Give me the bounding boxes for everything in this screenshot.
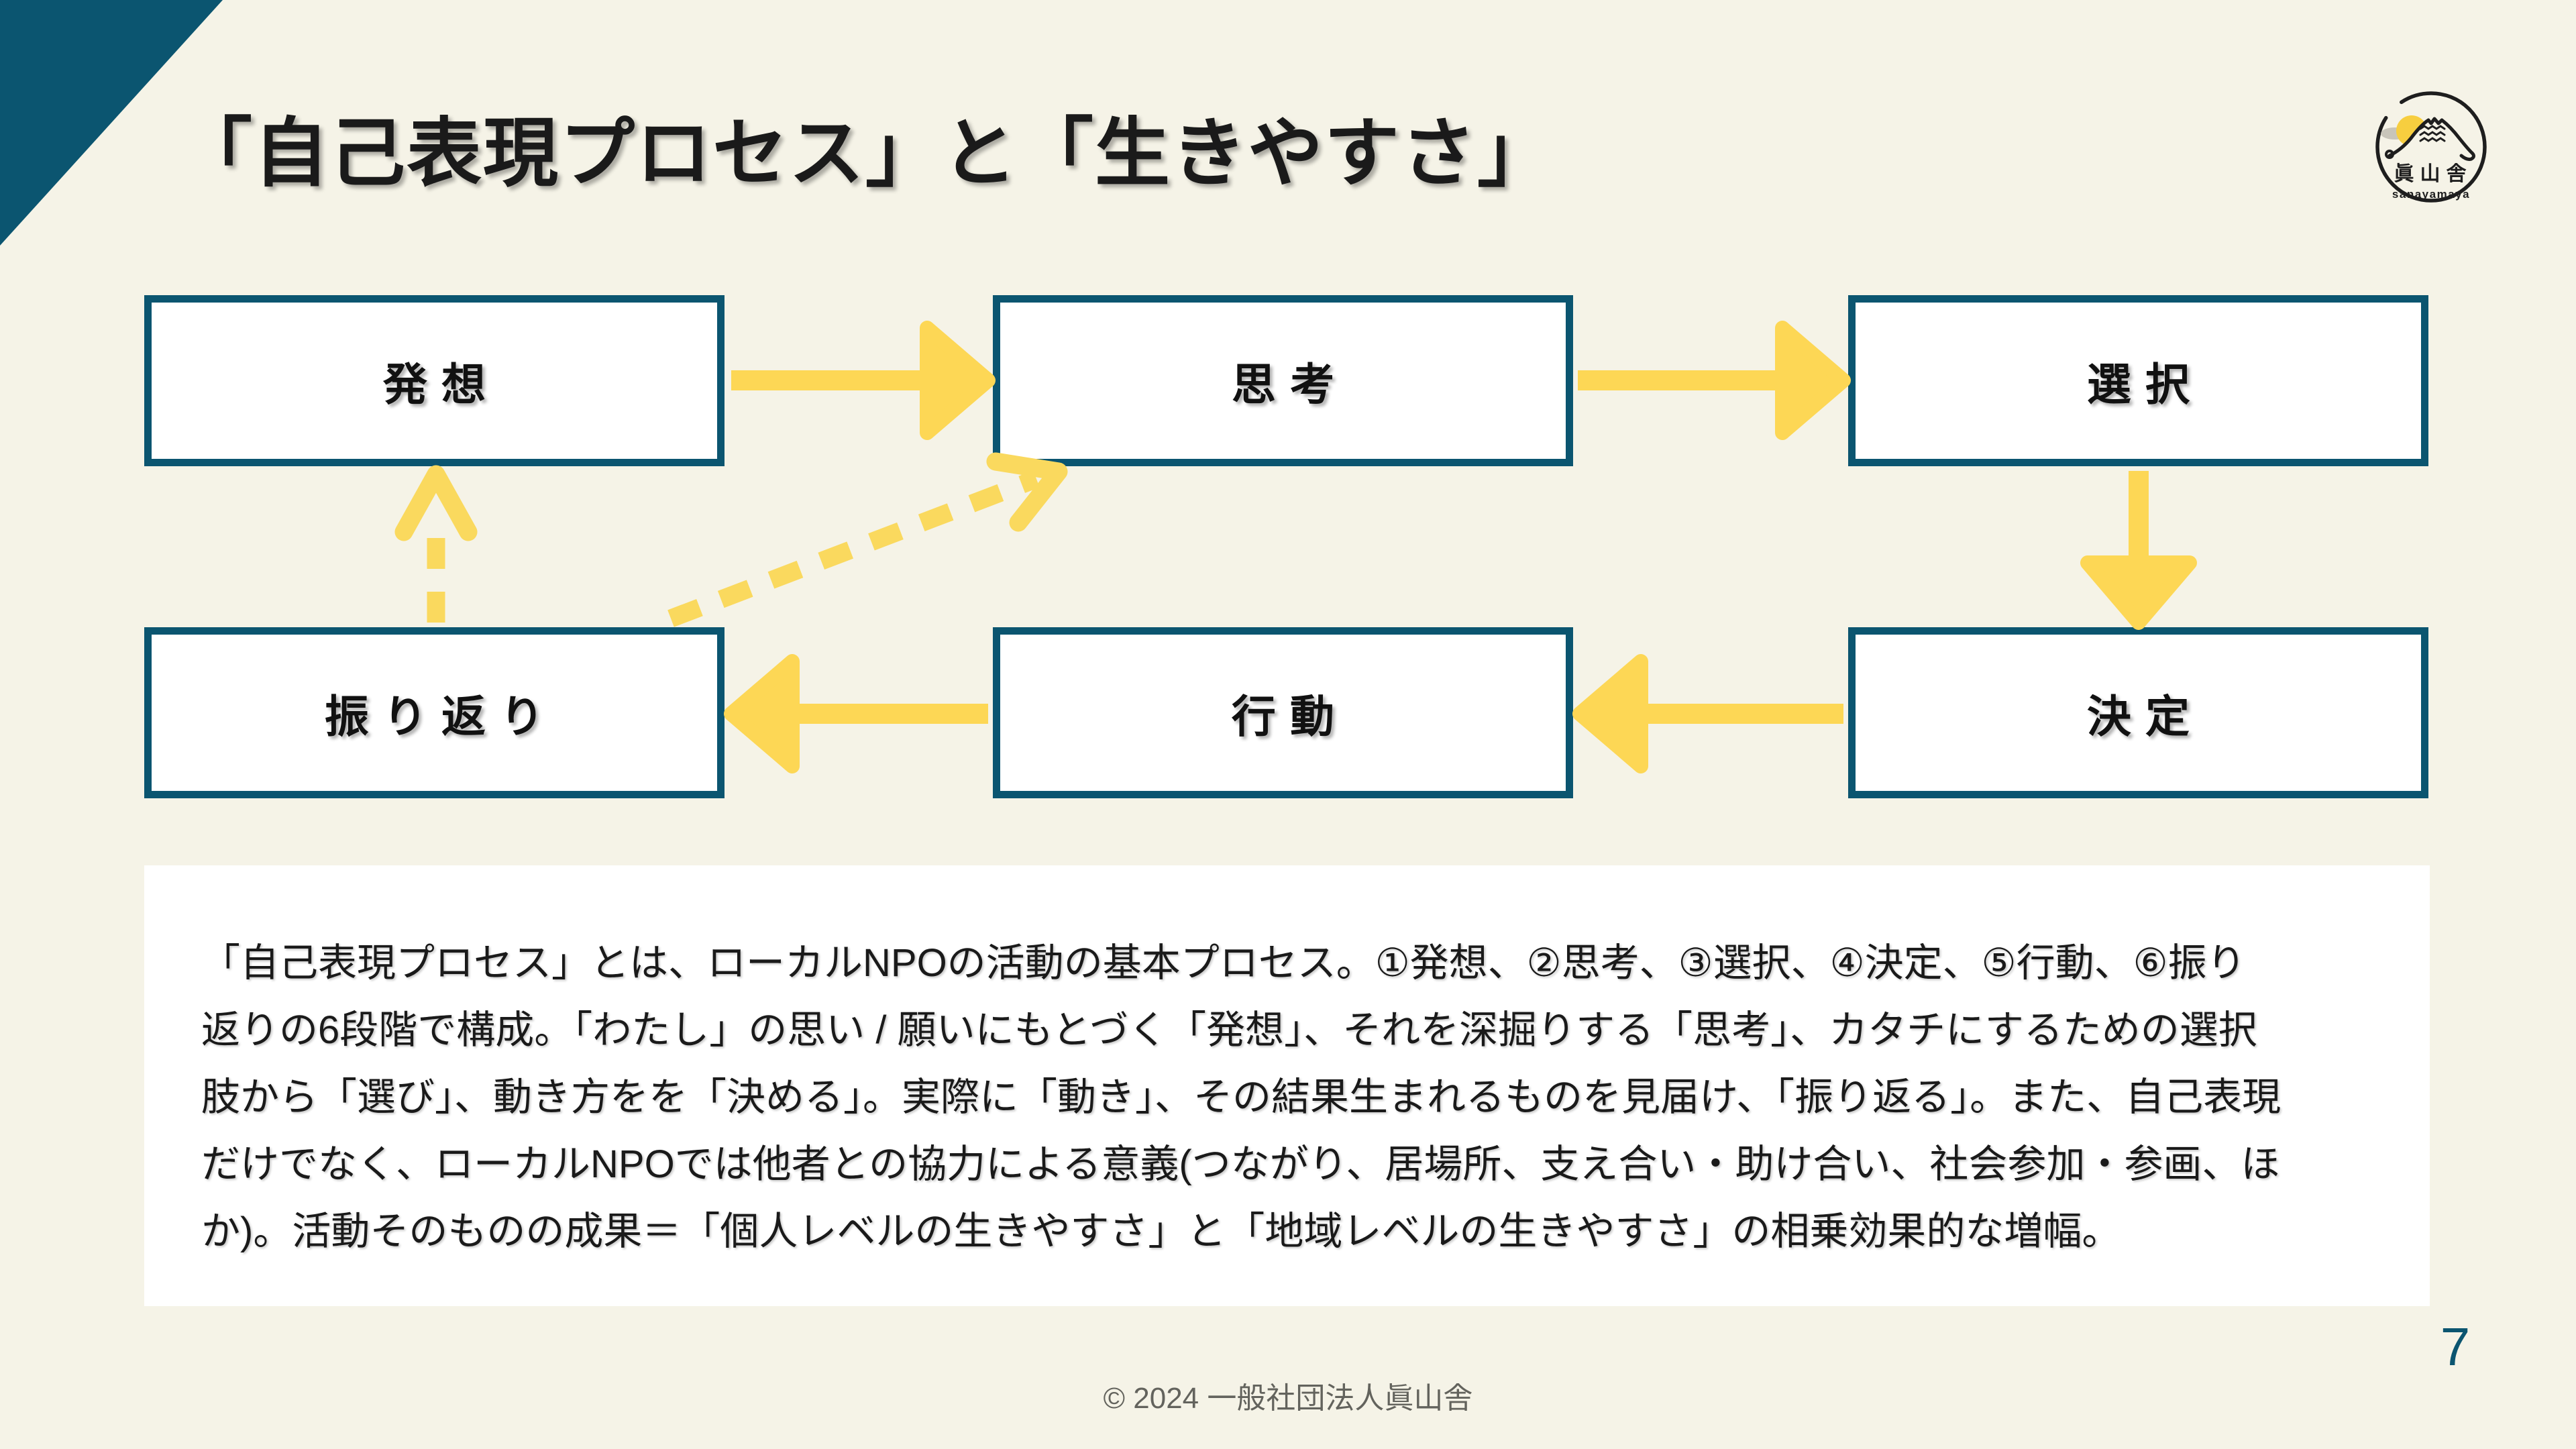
arrow-hassou-to-shikou: [731, 321, 996, 440]
arrow-kettei-to-koudou: [1572, 654, 1843, 773]
logo-name-en: sanayamaya: [2392, 188, 2470, 201]
page-title: 「自己表現プロセス」と「生きやすさ」: [177, 111, 1554, 195]
copyright-footer: © 2024 一般社団法人眞山舎: [1103, 1382, 1473, 1415]
flow-node-label: 行動: [1231, 691, 1349, 741]
flow-node-hassou: 発想: [144, 295, 724, 466]
mountain-logo-icon: 眞山舎 sanayamaya: [2375, 91, 2487, 203]
flow-node-sentaku: 選択: [1848, 295, 2428, 466]
arrow-koudou-to-furikaeri: [724, 654, 988, 773]
arrow-furikaeri-to-shikou-dashed: [667, 452, 1068, 627]
flow-node-kettei: 決定: [1848, 627, 2428, 798]
flow-node-label: 振り返り: [324, 691, 559, 741]
company-logo: 眞山舎 sanayamaya: [2369, 85, 2493, 212]
flow-node-label: 思考: [1231, 359, 1349, 409]
flow-node-shikou: 思考: [993, 295, 1573, 466]
arrow-furikaeri-to-hassou-dashed: [394, 465, 478, 623]
description-line: 肢から「選び」、動き方をを「決める」。実際に「動き」、その結果生まれるものを見届…: [201, 1075, 2282, 1119]
description-line: か)。活動そのものの成果＝「個人レベルの生きやすさ」と「地域レベルの生きやすさ」…: [201, 1210, 2121, 1253]
logo-name-jp: 眞山舎: [2394, 163, 2473, 185]
description-line: 「自己表現プロセス」とは、ローカルNPOの活動の基本プロセス。①発想、②思考、③…: [201, 941, 2246, 985]
flow-node-label: 発想: [382, 359, 500, 409]
page-number: 7: [2440, 1317, 2471, 1377]
flow-node-furikaeri: 振り返り: [144, 627, 724, 798]
flow-node-label: 選択: [2086, 359, 2204, 409]
arrow-sentaku-to-kettei: [2080, 471, 2197, 630]
description-line: だけでなく、ローカルNPOでは他者との協力による意義(つながり、居場所、支え合い…: [201, 1142, 2280, 1186]
flow-node-label: 決定: [2086, 691, 2204, 741]
description-panel: 「自己表現プロセス」とは、ローカルNPOの活動の基本プロセス。①発想、②思考、③…: [144, 865, 2430, 1306]
arrow-shikou-to-sentaku: [1578, 321, 1851, 440]
description-line: 返りの6段階で構成。「わたし」の思い / 願いにもとづく「発想」、それを深掘りす…: [201, 1008, 2257, 1052]
flow-node-koudou: 行動: [993, 627, 1573, 798]
